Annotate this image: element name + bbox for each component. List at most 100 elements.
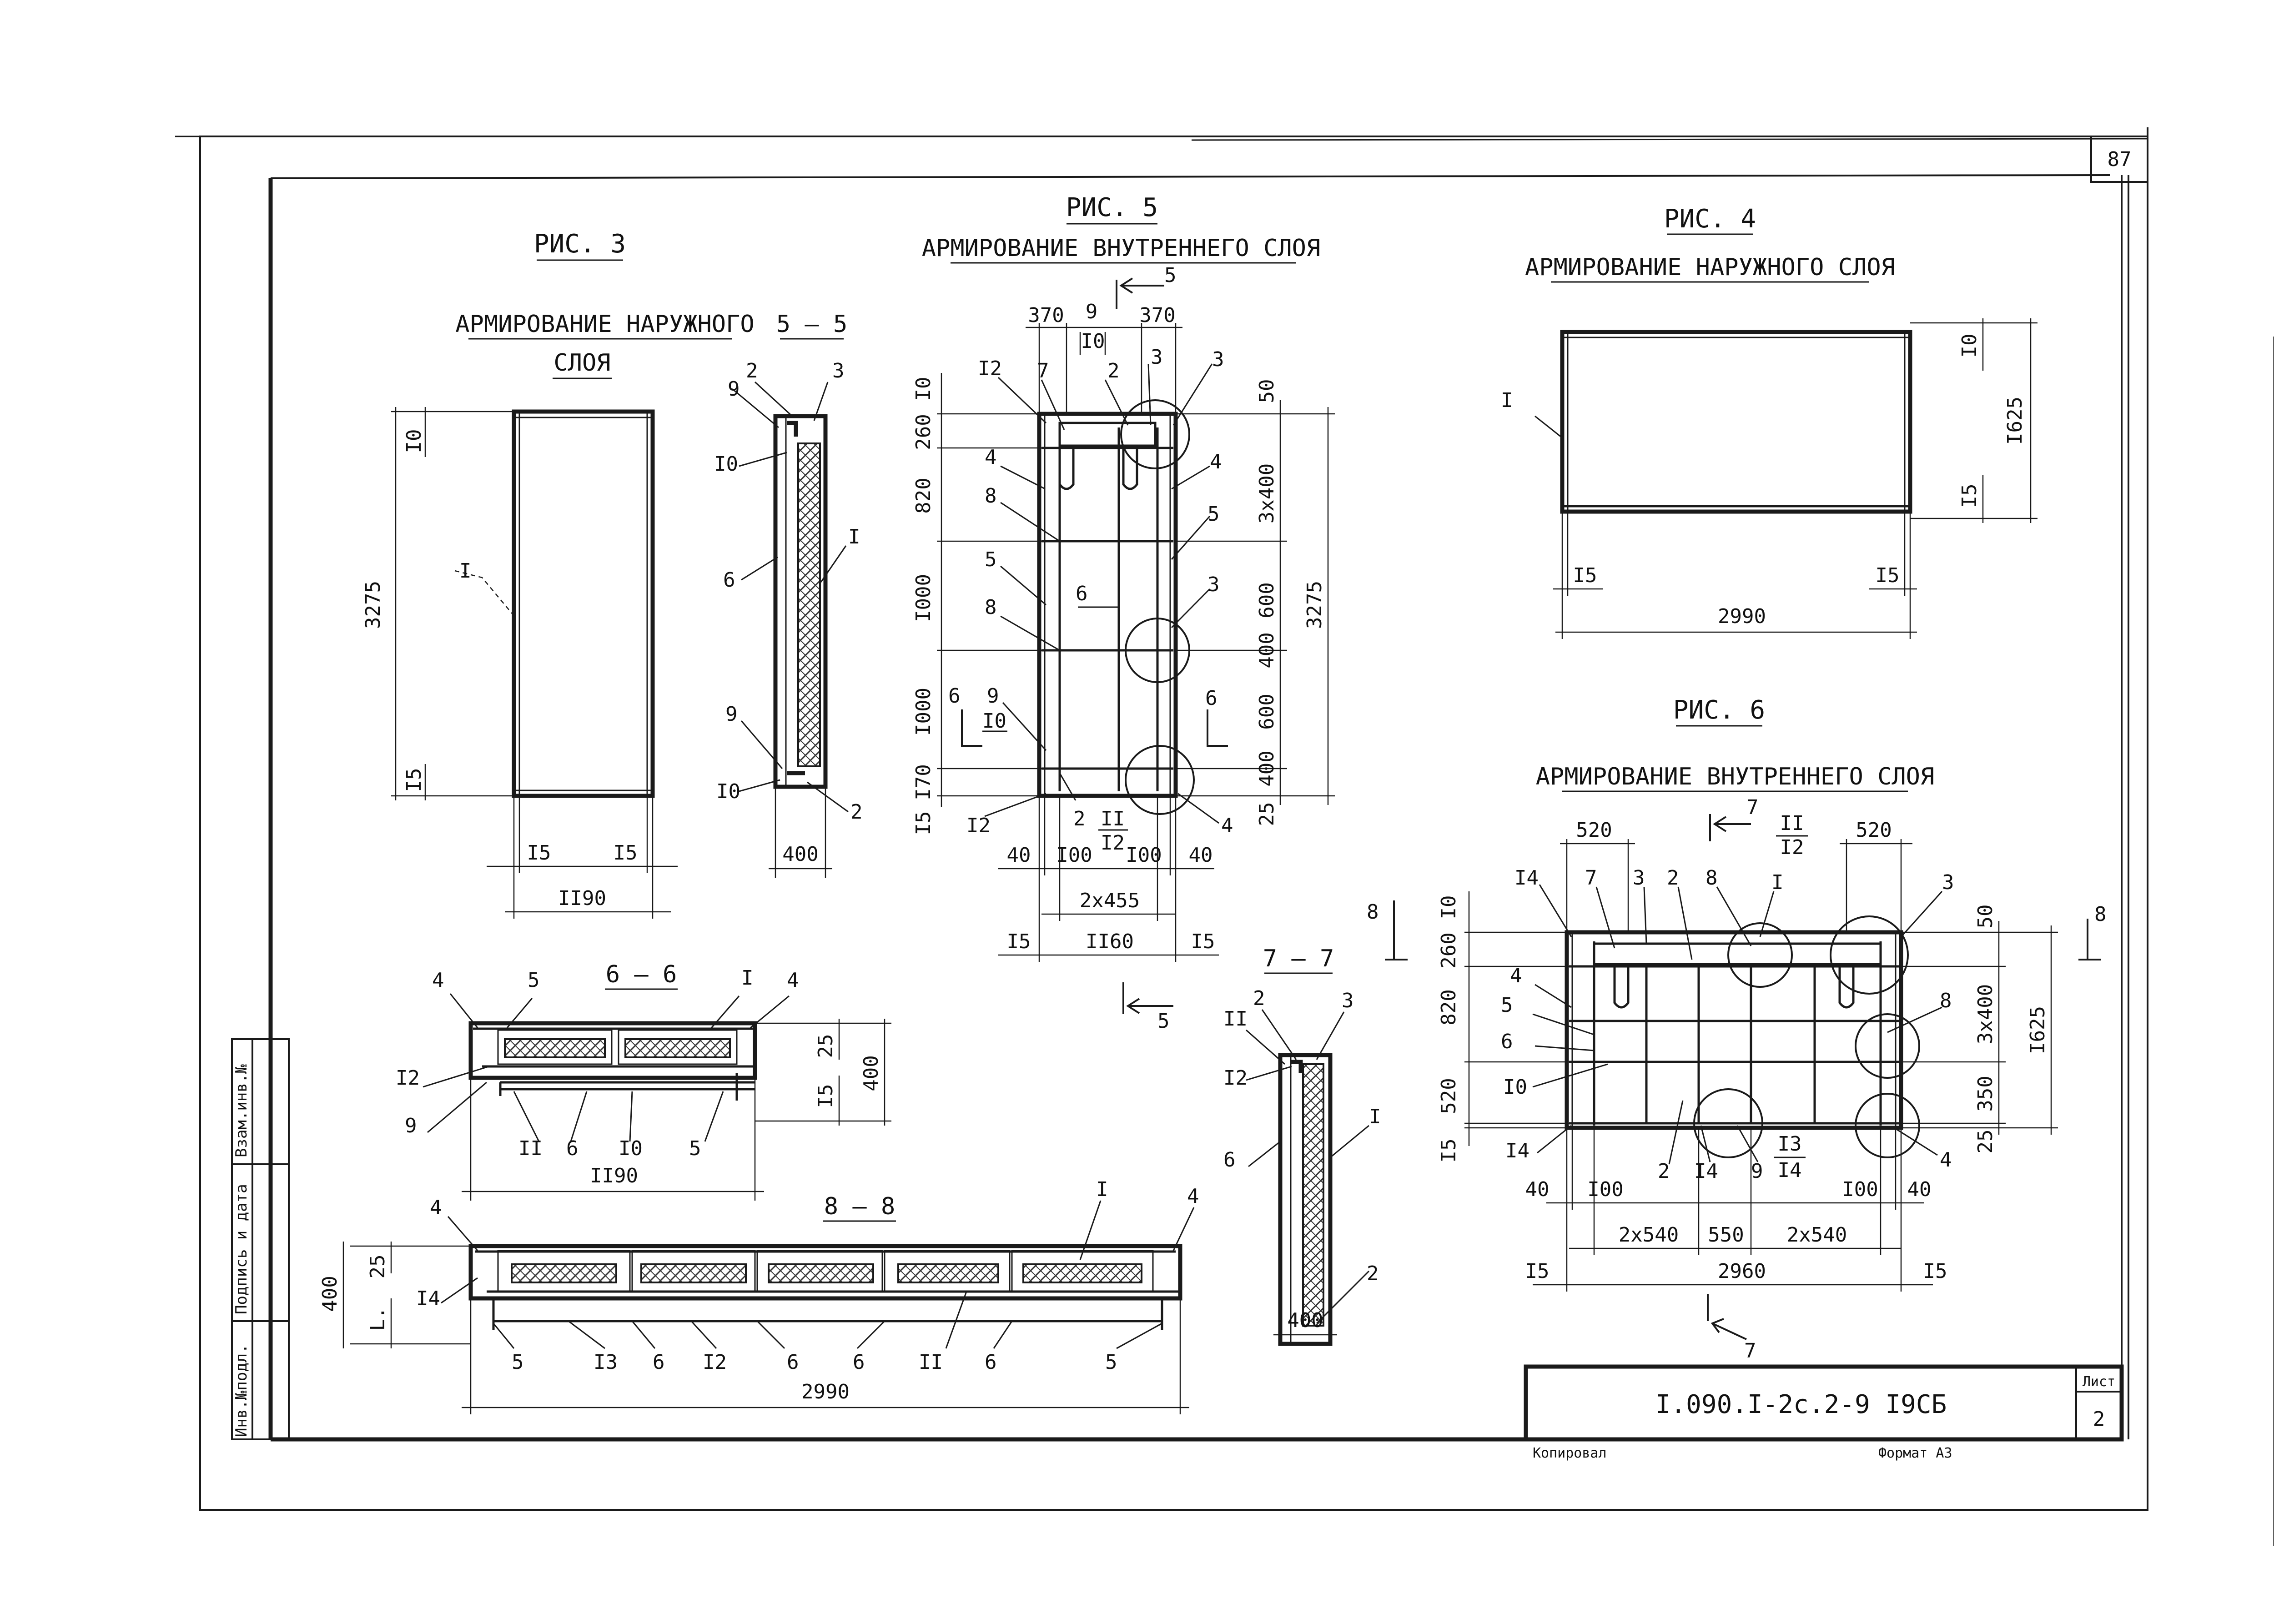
fig6-left-1: 260 xyxy=(1437,932,1460,968)
sec77-width: 400 xyxy=(1287,1309,1323,1332)
fig5-label-8a: 8 xyxy=(985,484,997,508)
fig5-left-1: 260 xyxy=(912,414,935,450)
fig6-left-2: 820 xyxy=(1437,989,1460,1025)
fig5-label-10: I0 xyxy=(982,709,1006,733)
fig6-right-2: 350 xyxy=(1974,1076,1997,1111)
fig6-bottom-s3: 2x540 xyxy=(1787,1223,1847,1247)
sec88-label-12: I2 xyxy=(703,1351,727,1374)
sec66-label-10: I0 xyxy=(619,1137,643,1160)
fig5-caption: АРМИРОВАНИЕ ВНУТРЕННЕГО СЛОЯ xyxy=(922,235,1321,262)
sec88-label-11: II xyxy=(919,1351,943,1374)
fig6-frac-top-den: I2 xyxy=(1780,836,1804,859)
sec88-label-4b: 4 xyxy=(1187,1185,1199,1208)
fig6-bottom-b: I00 xyxy=(1587,1178,1623,1201)
fig5-cut6-right: 6 xyxy=(1205,687,1217,710)
sec88-label-6d: 6 xyxy=(985,1351,997,1374)
fig6-label-8b: 8 xyxy=(1940,989,1952,1012)
fig6-label-2b: 2 xyxy=(1658,1160,1670,1183)
fig5-cut-bottom: 5 xyxy=(1157,1010,1170,1033)
fig6-cut8-left: 8 xyxy=(1367,900,1379,924)
sec88-dim-L: L. xyxy=(366,1307,389,1331)
sec88-label-6c: 6 xyxy=(853,1351,865,1374)
fig4-caption: АРМИРОВАНИЕ НАРУЖНОГО СЛОЯ xyxy=(1525,254,1895,281)
sec55-label-2a: 2 xyxy=(746,359,758,382)
fig6-bottom-a: 40 xyxy=(1525,1178,1550,1201)
fig5-label-11: II xyxy=(1101,807,1125,830)
sec77-title: 7 – 7 xyxy=(1263,945,1334,972)
sec66-label-12: I2 xyxy=(396,1066,420,1090)
fig5-label-12c: I2 xyxy=(1101,831,1125,855)
fig6-label-4a: 4 xyxy=(1510,964,1522,987)
fig3-outer-layer: РИС. 3 АРМИРОВАНИЕ НАРУЖНОГО СЛОЯ I I0 3… xyxy=(362,229,755,919)
fig6-label-7: 7 xyxy=(1585,866,1597,890)
fig5-right-6: 25 xyxy=(1255,802,1278,826)
page-number: 87 xyxy=(2108,148,2132,171)
fig3-dim-top: I0 xyxy=(402,429,426,453)
fig3-dim-left: I5 xyxy=(527,841,551,865)
fig6-label-8a: 8 xyxy=(1706,866,1718,890)
drawing-code: I.090.I-2c.2-9 I9CБ xyxy=(1655,1390,1947,1419)
stamp-replace-inv: Взам.инв.№ xyxy=(232,1064,251,1157)
stamp-sign-date: Подпись и дата xyxy=(232,1184,251,1314)
stamp-column: Взам.инв.№ Подпись и дата Инв.№подл. xyxy=(231,1038,290,1440)
fig4-dim-width: 2990 xyxy=(1718,605,1766,628)
fig5-right-3: 400 xyxy=(1255,632,1278,668)
fig4-dim-right: I5 xyxy=(1876,564,1900,587)
fig5-left-6: I5 xyxy=(912,811,935,835)
sec66-label-5b: 5 xyxy=(689,1137,701,1160)
fig3-dim-width: II90 xyxy=(558,887,606,910)
fig6-caption: АРМИРОВАНИЕ ВНУТРЕННЕГО СЛОЯ xyxy=(1536,763,1935,790)
fig6-overall: I625 xyxy=(2026,1006,2049,1054)
sec66-title: 6 – 6 xyxy=(606,961,677,988)
sec66-label-1: I xyxy=(741,966,754,990)
sec66-dim-15: I5 xyxy=(814,1084,837,1108)
fig4-outer-layer: РИС. 4 АРМИРОВАНИЕ НАРУЖНОГО СЛОЯ I I0 I… xyxy=(1501,204,2038,639)
sec77-label-2: 2 xyxy=(1253,987,1265,1010)
sec55-label-9b: 9 xyxy=(725,703,738,726)
fig6-left-4: I5 xyxy=(1437,1139,1460,1163)
fig5-right-2: 600 xyxy=(1255,582,1278,618)
sec66-dim-400: 400 xyxy=(860,1055,883,1091)
fig5-label-8b: 8 xyxy=(985,596,997,619)
fig6-label-4b: 4 xyxy=(1940,1148,1952,1171)
fig6-frac-top-num: II xyxy=(1780,812,1804,835)
fig5-label-4c: 4 xyxy=(1221,814,1233,837)
fig5-label-2b: 2 xyxy=(1073,807,1086,830)
fig4-dim-bottom: I5 xyxy=(1958,484,1981,508)
fig5-cut6-left: 6 xyxy=(948,684,961,708)
fig5-overall: 3275 xyxy=(1303,581,1326,629)
fig5-bottom-total: II60 xyxy=(1086,930,1134,953)
fig5-label-5a: 5 xyxy=(985,548,997,571)
fig4-dim-top: I0 xyxy=(1958,334,1981,358)
sec88-title: 8 – 8 xyxy=(824,1193,896,1220)
fig5-right-4: 600 xyxy=(1255,694,1278,729)
fig4-dim-height: I625 xyxy=(2003,397,2027,445)
fig5-label-9: 9 xyxy=(987,684,999,708)
fig5-left-0: I0 xyxy=(912,377,935,401)
sec88-label-5b: 5 xyxy=(1105,1351,1117,1374)
sec88-dim-25: 25 xyxy=(366,1255,389,1279)
sec88-label-5a: 5 xyxy=(512,1351,524,1374)
fig5-bottom-c: I00 xyxy=(1126,844,1162,867)
sec66-label-4a: 4 xyxy=(432,969,444,992)
fig5-label-3b: 3 xyxy=(1212,348,1224,371)
sec88-label-1: I xyxy=(1096,1178,1108,1201)
fig6-left-0: I0 xyxy=(1437,895,1460,920)
fig6-label-2a: 2 xyxy=(1667,866,1679,890)
fig6-title: РИС. 6 xyxy=(1673,695,1765,725)
sec77-label-2b: 2 xyxy=(1367,1262,1379,1285)
sec77-label-3: 3 xyxy=(1342,989,1354,1012)
sec88-dim-width: 2990 xyxy=(801,1380,850,1403)
fig6-bottom-total: 2960 xyxy=(1718,1260,1766,1283)
fig5-bottom-span: 2x455 xyxy=(1080,889,1140,912)
fig6-right-0: 50 xyxy=(1974,905,1997,929)
fig5-left-5: I70 xyxy=(912,764,935,800)
fig5-label-4a: 4 xyxy=(985,446,997,469)
sec55-label-9a: 9 xyxy=(728,377,740,401)
fig6-bottom-s1: 2x540 xyxy=(1619,1223,1679,1247)
sec77-label-11: II xyxy=(1223,1007,1248,1031)
fig5-label-6: 6 xyxy=(1076,582,1088,605)
sec66-dim-25: 25 xyxy=(814,1034,837,1058)
fig6-bottom-d: 40 xyxy=(1907,1178,1932,1201)
